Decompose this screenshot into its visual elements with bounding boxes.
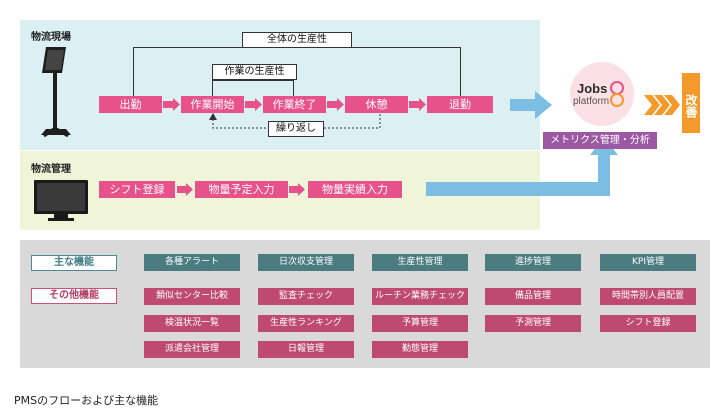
improvement-label: 改善	[682, 73, 700, 133]
flow-step-work-end: 作業終了	[263, 96, 326, 113]
repeat-label: 繰り返し	[268, 121, 324, 137]
functions-panel	[20, 240, 710, 368]
other-functions-legend: その他機能	[31, 288, 117, 304]
work-productivity-label: 作業の生産性	[212, 64, 297, 80]
flow-step-clock-in: 出勤	[99, 96, 162, 113]
logo-jobs-text: Jobs	[577, 81, 608, 96]
function-other-item: 日報管理	[258, 341, 354, 358]
work-bracket-line	[212, 80, 293, 81]
flow-step-work-start: 作業開始	[181, 96, 244, 113]
arrow-right-icon	[245, 98, 262, 111]
mgmt-flow-arrows	[177, 183, 305, 196]
flow-step-break: 休憩	[345, 96, 408, 113]
management-zone-title: 物流管理	[31, 164, 71, 175]
mgmt-step-planned-volume: 物量予定入力	[195, 181, 288, 198]
logo-platform-text: platform	[573, 96, 610, 107]
function-main-item: 各種アラート	[144, 254, 240, 271]
function-other-item: 予算管理	[372, 315, 468, 332]
arrow-right-icon	[177, 183, 193, 196]
mgmt-step-actual-volume: 物量実績入力	[308, 181, 402, 198]
arrow-right-icon	[409, 98, 426, 111]
metrics-label: メトリクス管理・分析	[543, 132, 657, 149]
logo-ring-icon	[610, 93, 624, 107]
function-other-item: 時間帯別人員配置	[600, 288, 696, 305]
function-other-item: 類似センター比較	[144, 288, 240, 305]
data-flow-arrows	[426, 91, 618, 196]
arrow-to-platform-icon	[510, 91, 552, 119]
function-other-item: 派遣会社管理	[144, 341, 240, 358]
arrow-right-icon	[163, 98, 180, 111]
mgmt-step-shift: シフト登録	[99, 181, 175, 198]
function-other-item: 監査チェック	[258, 288, 354, 305]
overall-bracket-right	[460, 47, 461, 96]
work-bracket-left	[212, 80, 213, 96]
function-other-item: 勤態管理	[372, 341, 468, 358]
main-functions-legend: 主な機能	[31, 255, 117, 271]
chevrons-icon	[644, 95, 680, 115]
function-other-item: 備品管理	[485, 288, 581, 305]
tablet-kiosk-icon	[41, 47, 71, 138]
function-other-item: シフト登録	[600, 315, 696, 332]
function-main-item: 進捗管理	[485, 254, 581, 271]
arrow-right-icon	[289, 183, 305, 196]
monitor-icon	[34, 180, 88, 221]
arrow-up-to-platform-icon	[426, 137, 618, 196]
function-other-item: 生産性ランキング	[258, 315, 354, 332]
overall-productivity-label: 全体の生産性	[242, 32, 352, 48]
flow-arrows	[163, 98, 426, 111]
figure-caption: PMSのフローおよび主な機能	[14, 394, 159, 407]
work-bracket-right	[293, 80, 294, 96]
overall-bracket-left	[133, 47, 134, 96]
flow-step-clock-out: 退勤	[427, 96, 493, 113]
function-other-item: ルーチン業務チェック	[372, 288, 468, 305]
function-main-item: 生産性管理	[372, 254, 468, 271]
arrow-right-icon	[327, 98, 344, 111]
function-main-item: 日次収支管理	[258, 254, 354, 271]
function-other-item: 予測管理	[485, 315, 581, 332]
site-zone-title: 物流現場	[31, 32, 71, 43]
function-main-item: KPI管理	[600, 254, 696, 271]
function-other-item: 検温状況一覧	[144, 315, 240, 332]
jobs-platform-logo: Jobs platform	[562, 62, 652, 142]
